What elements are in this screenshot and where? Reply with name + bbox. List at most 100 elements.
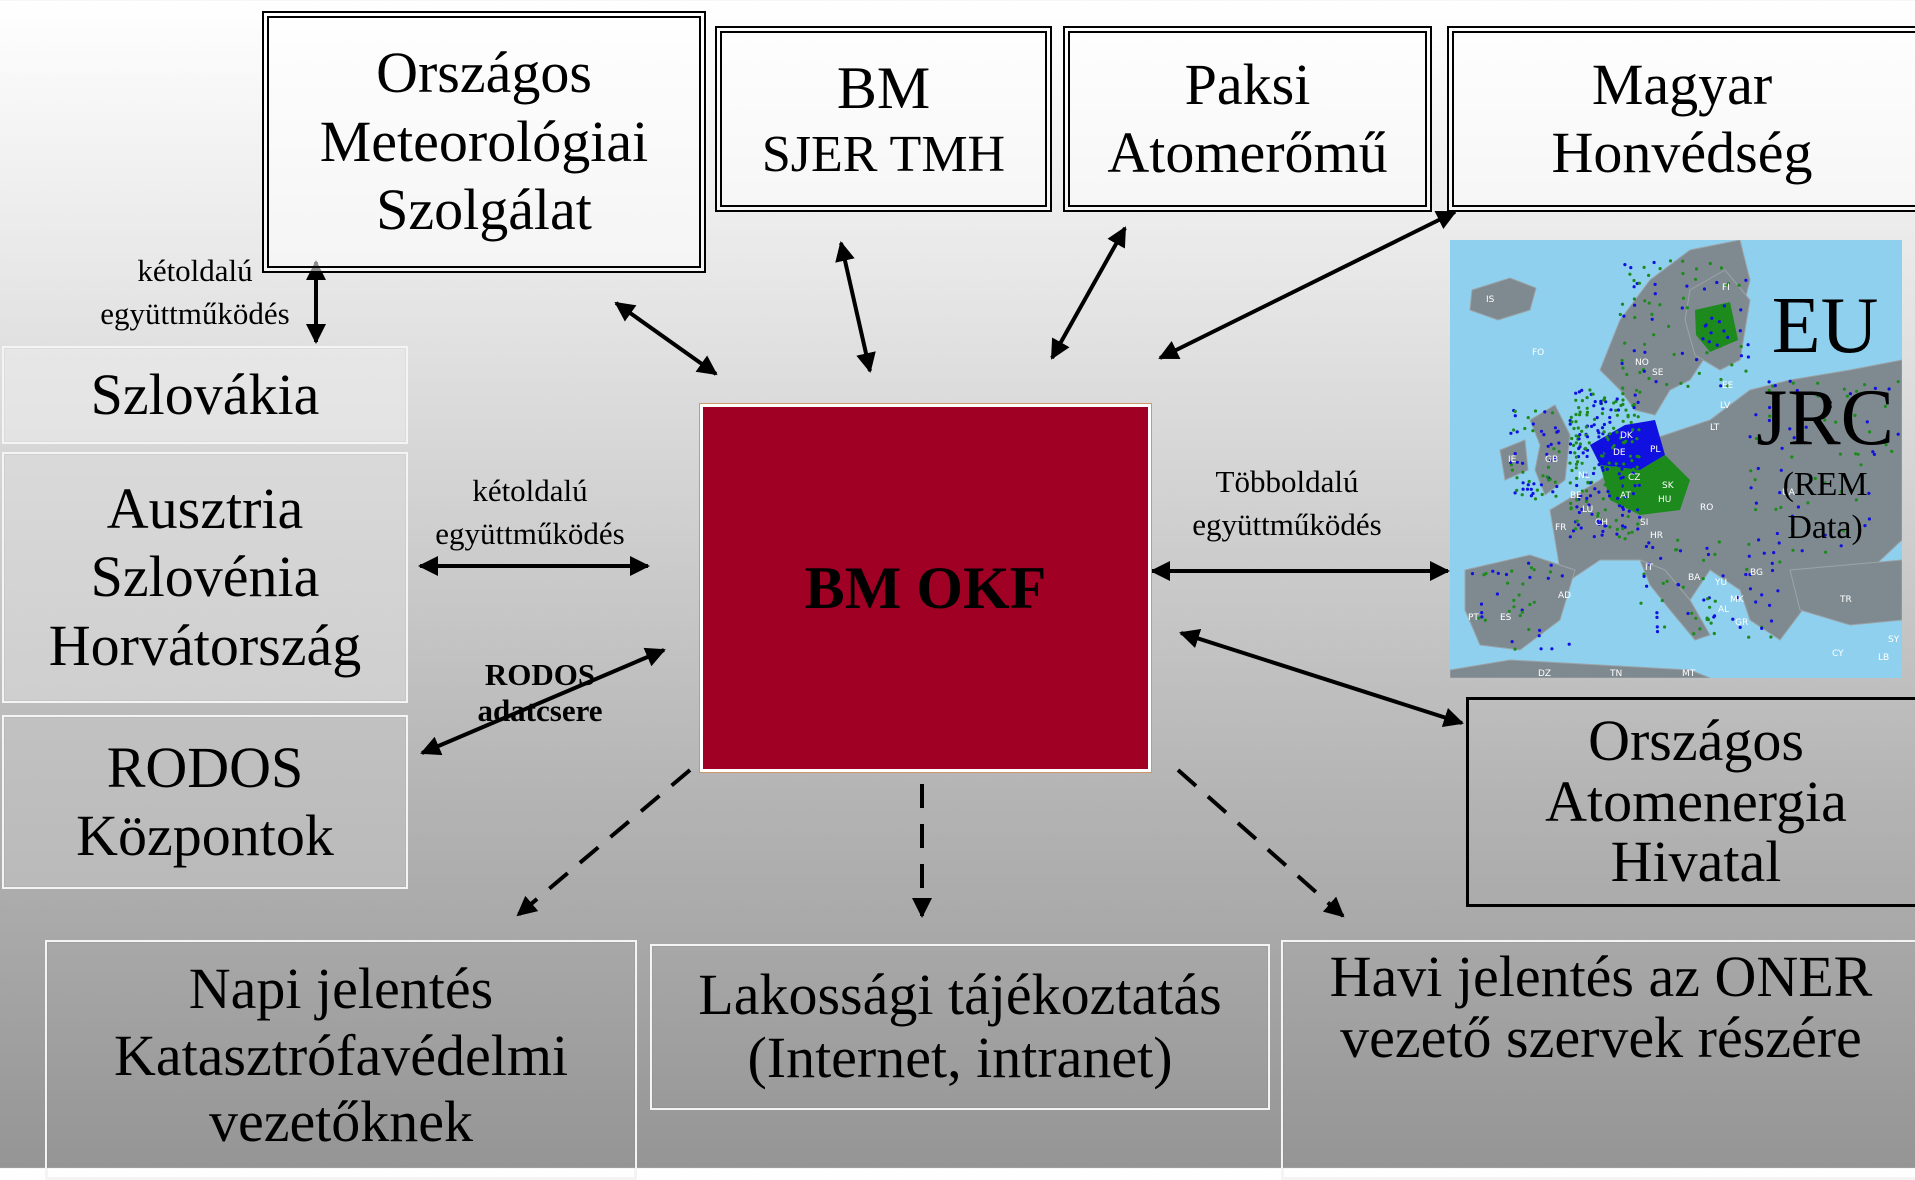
station-dot [1710,316,1714,320]
honvedseg-box: Magyar Honvédség [1447,26,1915,212]
station-dot [1652,333,1656,337]
station-dot [1545,452,1549,456]
station-dot [1754,413,1758,417]
station-dot [1884,443,1888,447]
station-dot [1539,647,1543,651]
station-dot [1575,483,1579,488]
station-dot [1513,452,1517,456]
station-dot [1567,642,1571,646]
station-dot [1747,635,1751,639]
station-dot [1623,263,1627,267]
station-dot [1605,467,1609,471]
station-dot [1702,287,1707,291]
station-dot [1868,430,1872,434]
omsz-line-3: Szolgálat [376,177,592,243]
station-dot [1854,452,1858,456]
station-dot [1509,431,1513,435]
station-dot [1479,602,1484,606]
station-dot [1775,393,1779,397]
station-dot [1600,533,1604,537]
station-dot [1606,489,1610,494]
station-dot [1779,468,1783,472]
station-dot [1760,626,1764,630]
havi-line-2: vezető szervek részére [1340,1005,1862,1071]
station-dot [1615,532,1619,536]
station-dot [1721,574,1725,578]
station-dot [1754,501,1758,505]
station-dot [1705,351,1709,355]
station-dot [1633,393,1637,397]
station-dot [1580,461,1584,465]
station-dot [1584,425,1588,429]
station-dot [1531,422,1535,426]
station-dot [1665,382,1669,387]
station-dot [1541,474,1545,478]
station-dot [1602,422,1606,427]
station-dot [1588,494,1593,498]
station-dot [1722,329,1726,333]
station-dot [1678,549,1683,553]
station-dot [1637,483,1641,487]
station-dot [1568,481,1572,485]
station-dot [1608,484,1613,488]
station-dot [1744,278,1748,282]
station-dot [1621,392,1625,396]
station-dot [1747,542,1751,546]
station-dot [1621,507,1625,511]
station-dot [1557,450,1561,454]
station-dot [1702,598,1706,602]
center-title: BM OKF [804,554,1047,621]
station-dot [1845,394,1849,398]
station-dot [1546,465,1551,469]
station-dot [1653,282,1657,286]
station-dot [1606,438,1610,442]
station-dot [1642,574,1646,578]
station-dot [1550,411,1555,415]
station-dot [1642,369,1646,373]
map-label-mk: MK [1730,595,1745,605]
station-dot [1601,468,1605,472]
napi-line-2: Katasztrófavédelmi [113,1022,569,1088]
station-dot [1578,413,1582,417]
station-dot [1616,496,1620,500]
station-dot [1549,563,1553,567]
station-dot [1622,314,1626,318]
station-dot [1593,487,1597,491]
station-dot [1712,631,1716,636]
station-dot [1484,571,1488,576]
map-label-ad: AD [1558,591,1571,601]
station-dot [1622,462,1626,466]
station-dot [1655,625,1659,629]
honvedseg-line-1: Magyar [1591,51,1773,117]
station-dot [1517,593,1521,597]
station-dot [1521,582,1525,586]
station-dot [1863,383,1867,387]
station-dot [1574,527,1578,531]
map-label-gb: GB [1545,455,1558,465]
station-dot [1775,531,1779,536]
oah-line-3: Hivatal [1610,829,1782,895]
station-dot [1532,600,1536,604]
station-dot [1591,471,1596,476]
station-dot [1896,432,1900,436]
station-dot [1623,430,1627,434]
station-dot [1603,508,1607,512]
station-dot [1581,451,1585,455]
station-dot [1715,280,1719,285]
station-dot [1738,329,1742,333]
station-dot [1865,420,1869,424]
station-dot [1773,384,1777,388]
map-label-fi: FI [1722,283,1730,293]
map-label-lb: LB [1878,653,1889,663]
napi-jelentes-box: Napi jelentés Katasztrófavédelmi vezetők… [45,940,637,1180]
station-dot [1685,284,1689,288]
station-dot [1719,384,1723,388]
station-dot [1596,519,1600,523]
station-dot [1614,462,1618,466]
station-dot [1602,398,1606,402]
station-dot [1601,407,1605,411]
station-dot [1760,593,1764,597]
station-dot [1552,447,1556,451]
station-dot [1774,507,1778,511]
station-dot [1632,402,1636,407]
